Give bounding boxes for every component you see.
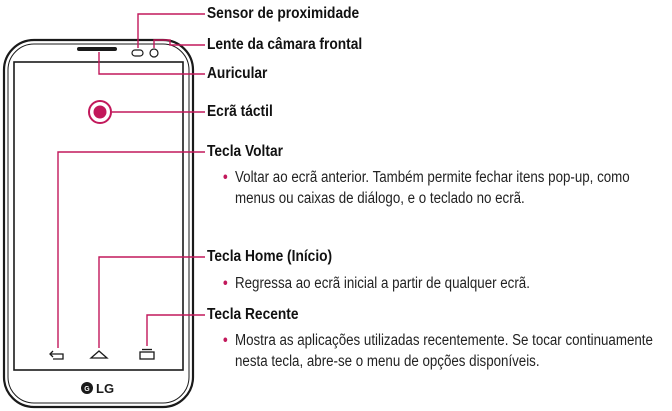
bullet-icon: • — [222, 275, 228, 292]
description-back-key-text: Voltar ao ecrã anterior. Também permite … — [235, 169, 630, 207]
label-proximity-sensor: Sensor de proximidade — [207, 5, 360, 22]
description-recent-key-text: Mostra as aplicações utilizadas recentem… — [235, 332, 653, 370]
proximity-sensor — [131, 49, 144, 57]
phone-outline — [2, 38, 195, 409]
leader-line-proximity-sensor — [137, 13, 205, 48]
leader-line-recent-key — [146, 314, 205, 346]
leader-line-home-key — [98, 256, 205, 348]
description-home-key-text: Regressa ao ecrã inicial a partir de qua… — [235, 275, 530, 292]
label-back-key: Tecla Voltar — [207, 143, 283, 160]
label-recent-key: Tecla Recente — [207, 306, 299, 323]
home-key-icon — [89, 350, 109, 359]
front-camera — [149, 48, 159, 58]
leader-line-back-key — [57, 151, 205, 348]
description-back-key: • Voltar ao ecrã anterior. Também permit… — [223, 168, 669, 209]
leader-line-earpiece — [98, 52, 205, 75]
leader-line-front-camera — [153, 39, 205, 48]
brand-logo-text: LG — [96, 381, 114, 396]
label-home-key: Tecla Home (Início) — [207, 248, 333, 265]
touch-point-icon — [88, 100, 112, 124]
back-key-icon — [49, 350, 64, 360]
lg-logo-icon: G LG — [81, 381, 114, 396]
label-earpiece: Auricular — [207, 65, 268, 82]
recent-apps-key-icon — [139, 348, 155, 360]
description-recent-key: • Mostra as aplicações utilizadas recent… — [223, 331, 669, 372]
label-touch-screen: Ecrã táctil — [207, 103, 273, 120]
earpiece — [77, 47, 117, 51]
svg-text:G: G — [84, 386, 90, 393]
label-front-camera: Lente da câmara frontal — [207, 36, 363, 53]
description-home-key: • Regressa ao ecrã inicial a partir de q… — [223, 274, 669, 295]
bullet-icon: • — [222, 169, 228, 186]
bullet-icon: • — [222, 332, 228, 349]
